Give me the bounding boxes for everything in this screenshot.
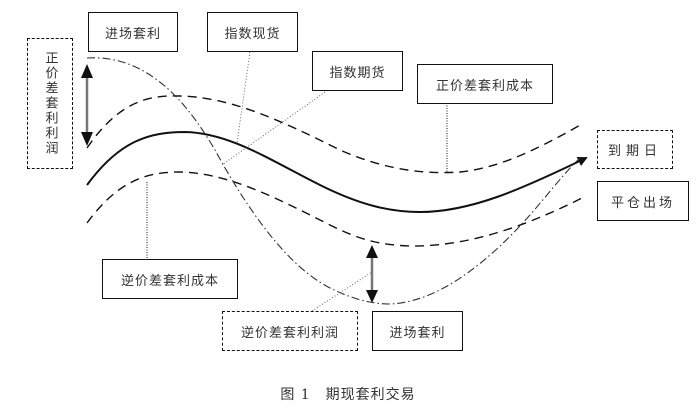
label-index-spot: 指数现货 [207, 12, 298, 52]
index-spot-curve [86, 130, 588, 214]
upper-cost-band-curve [86, 95, 583, 174]
label-entry-arbitrage-bottom: 进场套利 [372, 311, 463, 351]
label-positive-spread-cost: 正价差套利成本 [417, 64, 553, 104]
figure-caption: 图 1 期现套利交易 [280, 387, 416, 403]
label-expiry-date: 到期日 [597, 130, 673, 169]
lower-cost-band-curve [86, 171, 583, 247]
leader-index-spot [236, 51, 251, 144]
label-negative-spread-profit: 逆价差套利利润 [222, 311, 358, 351]
negative-profit-arrow [366, 245, 378, 303]
label-negative-spread-cost: 逆价差套利成本 [102, 259, 238, 299]
leader-index-futures [221, 91, 326, 166]
leader-negative-profit [311, 271, 373, 312]
index-futures-curve [86, 57, 581, 305]
label-close-exit: 平仓出场 [597, 181, 689, 221]
positive-spread-profit-text: 正价差套利利润 [42, 51, 58, 156]
label-positive-spread-profit: 正价差套利利润 [27, 38, 73, 169]
positive-profit-arrow [81, 64, 93, 146]
label-index-futures: 指数期货 [312, 51, 403, 91]
label-entry-arbitrage-top: 进场套利 [88, 12, 178, 52]
